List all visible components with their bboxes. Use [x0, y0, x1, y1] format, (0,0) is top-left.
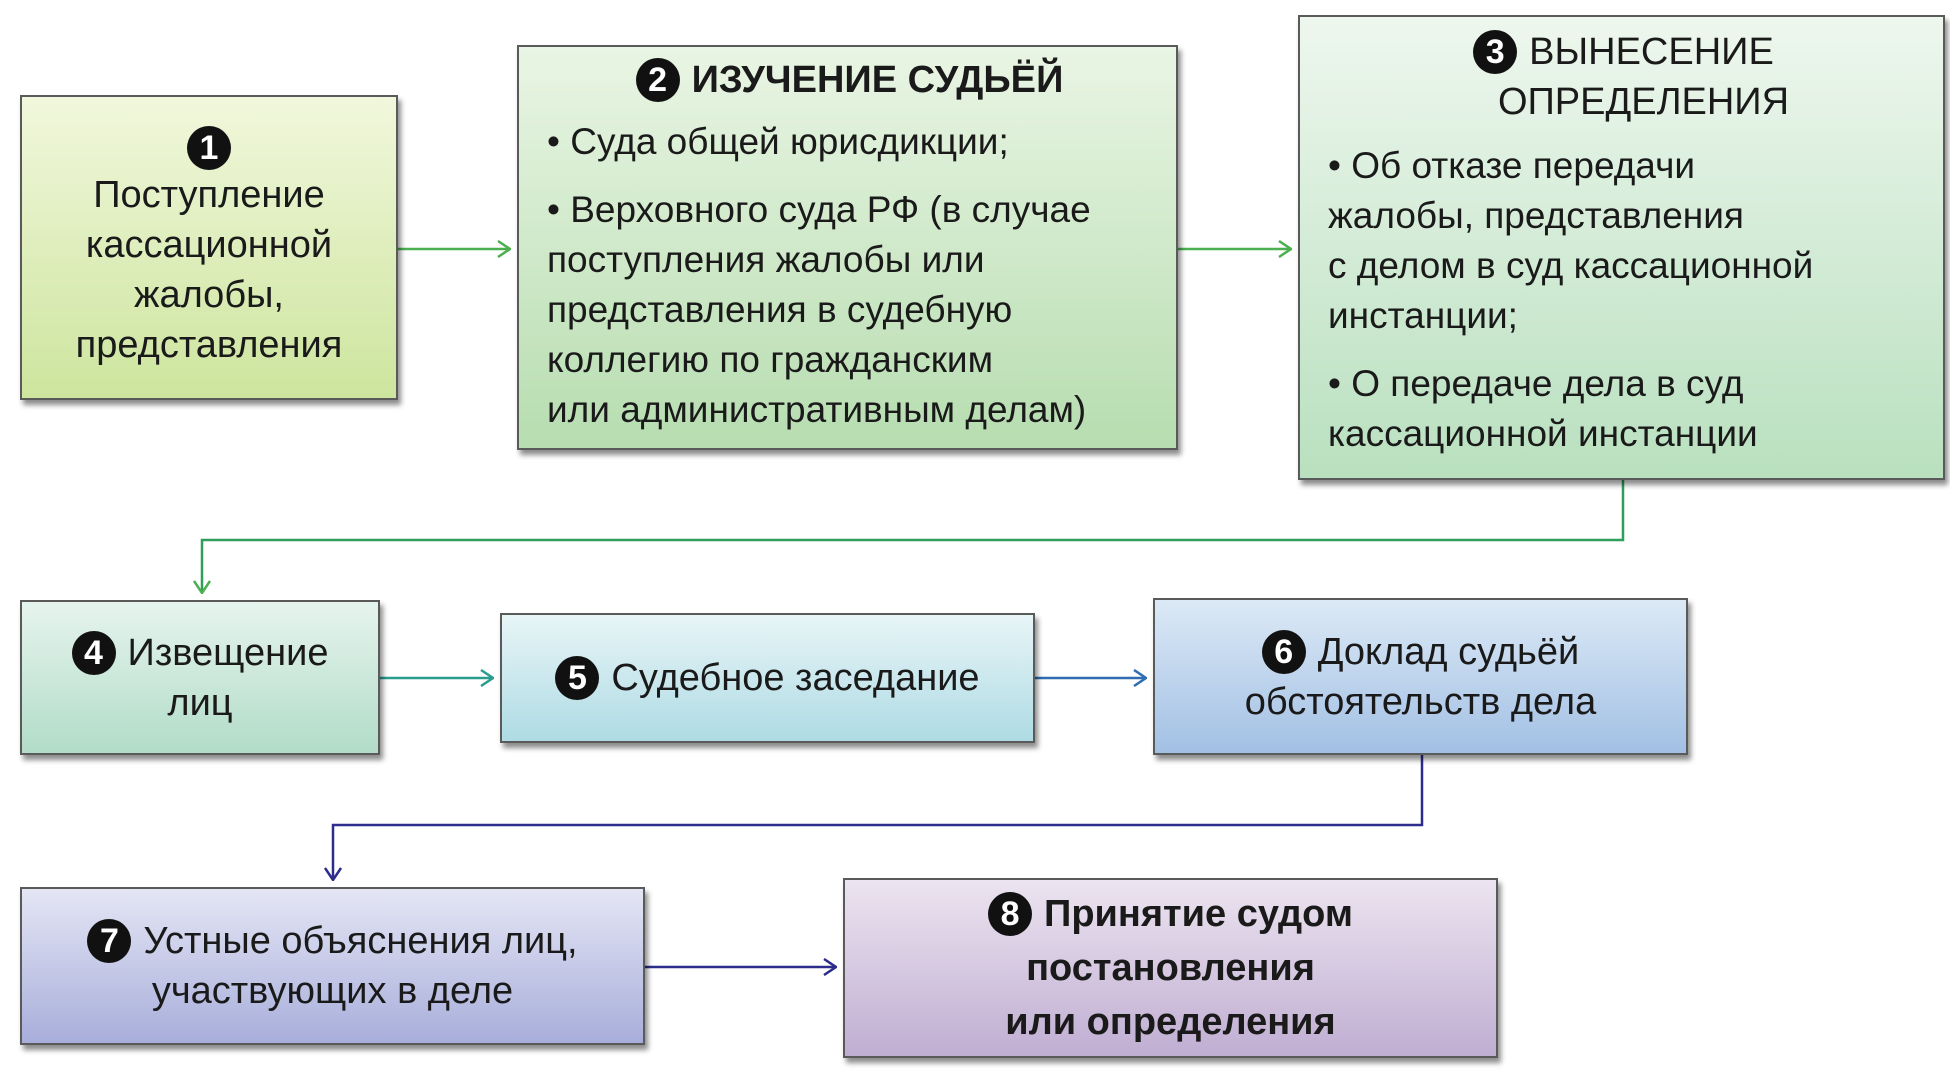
step-2-bullet: • Верховного суда РФ (в случае [547, 189, 1091, 230]
step-3-header: 3 ВЫНЕСЕНИЕ [1328, 27, 1919, 77]
step-5-box: 5 Судебное заседание [500, 613, 1035, 743]
step-number-badge: 7 [87, 919, 132, 963]
step-8-line: постановления [1026, 947, 1315, 989]
step-number-badge: 6 [1261, 629, 1306, 674]
step-3-title: ВЫНЕСЕНИЕ [1529, 31, 1774, 73]
step-8-line: или определения [1005, 1001, 1336, 1043]
arrow-3-to-4 [202, 480, 1625, 593]
step-3-bullet: • Об отказе передачи [1328, 145, 1696, 186]
step-number-badge: 8 [988, 892, 1033, 936]
step-number-badge: 1 [187, 125, 231, 170]
step-2-header: 2 ИЗУЧЕНИЕ СУДЬЁЙ [547, 55, 1152, 105]
step-3-bullet-line: кассационной инстанции [1328, 413, 1758, 454]
step-3-title-line: ОПРЕДЕЛЕНИЯ [1497, 81, 1790, 123]
step-2-title: ИЗУЧЕНИЕ СУДЬЁЙ [691, 59, 1064, 101]
step-8-box: 8 Принятие судом постановления или опред… [843, 878, 1498, 1058]
step-7-line: Устные объяснения лиц, [143, 920, 578, 962]
step-1-box: 1 Поступление кассационной жалобы, предс… [20, 95, 398, 400]
step-2-bullet-line: представления в судебную [547, 289, 1013, 330]
step-7-line: участвующих в деле [151, 970, 514, 1012]
step-7-box: 7 Устные объяснения лиц, участвующих в д… [20, 887, 645, 1045]
arrow-6-to-7 [333, 755, 1424, 880]
step-6-box: 6 Доклад судьёй обстоятельств дела [1153, 598, 1688, 755]
step-2-bullet-line: или административным делам) [547, 389, 1087, 430]
step-4-line: Извещение [127, 631, 329, 674]
step-number-badge: 5 [555, 656, 600, 700]
step-5-line: Судебное заседание [611, 657, 980, 699]
step-3-box: 3 ВЫНЕСЕНИЕ ОПРЕДЕЛЕНИЯ • Об отказе пере… [1298, 15, 1945, 480]
step-6-line: Доклад судьёй [1317, 630, 1580, 673]
step-1-line: кассационной [85, 223, 333, 266]
step-3-bullet-line: жалобы, представления [1328, 195, 1744, 236]
step-4-box: 4 Извещение лиц [20, 600, 380, 755]
step-2-bullet: • Суда общей юрисдикции; [547, 121, 1009, 162]
step-4-line: лиц [167, 681, 233, 724]
step-3-bullet-line: с делом в суд кассационной [1328, 245, 1814, 286]
step-number-badge: 3 [1473, 30, 1518, 74]
step-3-bullet: • О передаче дела в суд [1328, 363, 1744, 404]
step-3-bullet-line: инстанции; [1328, 295, 1518, 336]
step-8-line: Принятие судом [1044, 893, 1353, 935]
step-6-line: обстоятельств дела [1244, 680, 1597, 723]
step-1-line: Поступление [93, 173, 325, 216]
step-number-badge: 4 [71, 630, 116, 675]
step-number-badge: 2 [635, 58, 680, 102]
step-2-box: 2 ИЗУЧЕНИЕ СУДЬЁЙ • Суда общей юрисдикци… [517, 45, 1178, 450]
step-2-bullet-line: коллегию по гражданским [547, 339, 994, 380]
step-2-bullet-line: поступления жалобы или [547, 239, 985, 280]
step-1-line: жалобы, [134, 273, 284, 316]
step-1-line: представления [75, 323, 343, 366]
